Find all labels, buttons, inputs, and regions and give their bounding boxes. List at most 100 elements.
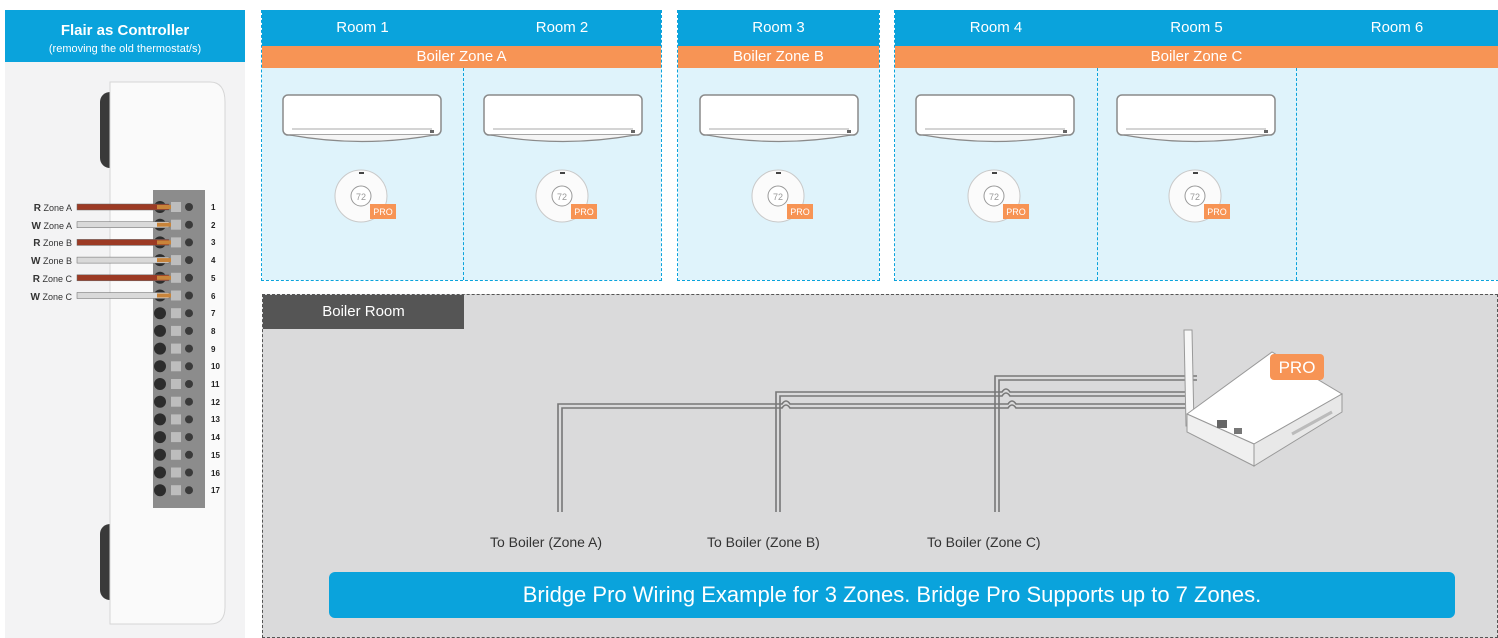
pro-badge-text: PRO <box>1006 207 1026 217</box>
terminal-clamp <box>171 202 181 212</box>
terminal-number: 10 <box>211 362 220 372</box>
terminal-number: 13 <box>211 415 220 425</box>
terminal-screw <box>154 431 166 444</box>
terminal-screw <box>154 342 166 355</box>
terminal-screw <box>154 360 166 373</box>
room-1-label: Room 1 <box>336 19 389 36</box>
room-4-label: Room 4 <box>969 19 1023 36</box>
pro-badge <box>787 204 813 219</box>
pro-badge <box>571 204 597 219</box>
wire-copper-tip <box>157 240 171 245</box>
wire <box>76 203 170 211</box>
terminal-clamp <box>171 272 181 283</box>
wire <box>76 221 170 228</box>
terminal-hole <box>185 273 193 282</box>
wire <box>76 292 170 299</box>
wire-zone-name: Zone C <box>42 292 72 302</box>
thermostat-temp: 72 <box>773 192 783 202</box>
wire-terminal-letter: W <box>31 221 41 232</box>
terminal-hole <box>185 380 193 388</box>
pro-badge-text: PRO <box>574 207 594 217</box>
terminal-clamp <box>171 379 181 389</box>
terminal-screw <box>154 378 166 390</box>
pro-badge-text: PRO <box>790 207 810 217</box>
wire <box>76 274 170 282</box>
wire-label: W Zone C <box>0 292 72 303</box>
mini-split-unit <box>1116 94 1276 143</box>
mini-split-unit <box>915 94 1075 143</box>
terminal-hole <box>185 486 193 495</box>
room-divider <box>463 68 464 280</box>
terminal-screw <box>154 395 166 408</box>
bridge-pro-badge <box>1270 354 1324 380</box>
thermostat-temp: 72 <box>356 192 366 202</box>
wire-terminal-letter: R <box>33 203 41 214</box>
boiler-output-zone-c: To Boiler (Zone C) <box>927 534 1041 550</box>
zone-b-frame <box>677 10 880 281</box>
terminal-clamp <box>171 343 181 354</box>
terminal-number: 9 <box>211 344 216 354</box>
flair-device-illustration <box>76 81 226 625</box>
room-2-header: Room 2 <box>463 10 661 46</box>
room-6-header: Room 6 <box>1296 10 1498 46</box>
terminal-number: 2 <box>211 220 216 230</box>
terminal-number: 17 <box>211 486 220 496</box>
room-6-label: Room 6 <box>1370 19 1424 36</box>
wire <box>76 256 170 264</box>
terminal-screw <box>154 307 166 320</box>
terminal-clamp <box>171 361 181 372</box>
terminal-hole <box>185 433 193 442</box>
zone-a-frame <box>261 10 662 281</box>
terminal-number: 6 <box>211 291 216 301</box>
terminal-hole <box>185 238 193 247</box>
terminal-number: 15 <box>211 450 220 460</box>
wire-copper-tip <box>157 205 171 209</box>
bridge-pro-device <box>1183 329 1343 467</box>
wire-label: W Zone A <box>0 221 73 232</box>
terminal-hole <box>185 256 193 265</box>
terminal-number: 16 <box>211 468 220 478</box>
wire-copper-tip <box>157 222 171 227</box>
wire-terminal-letter: R <box>33 238 41 249</box>
terminal-hole <box>185 397 193 406</box>
boiler-zone-c-bar: Boiler Zone C <box>895 46 1498 68</box>
terminal-screw <box>154 466 166 479</box>
bridge-pro-badge-text: PRO <box>1279 358 1316 377</box>
terminal-clamp <box>171 255 181 266</box>
terminal-number: 14 <box>211 433 220 443</box>
terminal-number: 4 <box>211 256 216 266</box>
pro-badge-text: PRO <box>373 207 393 217</box>
room-4-header: Room 4 <box>895 10 1097 46</box>
terminal-hole <box>185 220 193 229</box>
wire-zone-name: Zone B <box>42 238 72 248</box>
room-divider <box>1296 68 1297 280</box>
mini-split-unit <box>699 94 859 143</box>
wire-copper-tip <box>157 293 171 298</box>
controller-subtitle: (removing the old thermostat/s) <box>48 43 202 55</box>
boiler-zone-b-bar: Boiler Zone B <box>678 46 879 68</box>
mini-split-unit <box>282 94 442 143</box>
terminal-clamp <box>171 237 181 248</box>
room-3-header: Room 3 <box>678 10 879 46</box>
wire-label: R Zone A <box>0 203 72 214</box>
wire-zone-name: Zone A <box>43 203 72 213</box>
wire-terminal-letter: W <box>30 292 40 303</box>
thermostat-temp: 72 <box>1190 192 1200 202</box>
wire-label: R Zone C <box>0 274 72 285</box>
terminal-number: 8 <box>211 326 216 336</box>
wire-label: R Zone B <box>0 238 72 249</box>
terminal-clamp <box>171 467 181 478</box>
terminal-hole <box>185 362 193 371</box>
info-banner: Bridge Pro Wiring Example for 3 Zones. B… <box>329 572 1455 618</box>
wire <box>76 239 170 246</box>
pro-badge <box>1204 204 1230 219</box>
terminal-clamp <box>171 485 181 496</box>
